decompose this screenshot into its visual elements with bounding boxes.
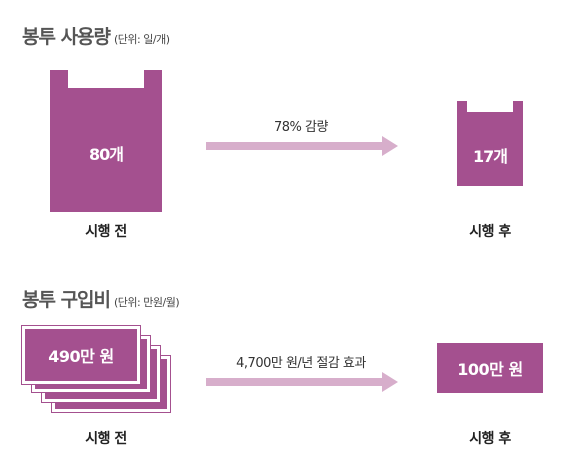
cost-after-box: 100만 원 <box>437 343 543 393</box>
arrow-right-icon <box>206 372 398 392</box>
section-title-usage: 봉투 사용량(단위: 일/개) <box>22 22 170 49</box>
usage-before-caption: 시행 전 <box>85 224 127 240</box>
cost-unit-text: (단위: 만원/월) <box>114 296 180 309</box>
cost-before-value: 490만 원 <box>48 347 114 366</box>
usage-before-value: 80개 <box>89 145 124 164</box>
arrow-right-icon <box>206 136 398 156</box>
usage-after-caption: 시행 후 <box>469 224 511 240</box>
cost-before-caption: 시행 전 <box>85 431 127 447</box>
bag-icon <box>457 101 523 186</box>
bag-icon <box>50 70 162 212</box>
usage-title-text: 봉투 사용량 <box>22 26 111 48</box>
section-title-cost: 봉투 구입비(단위: 만원/월) <box>22 285 180 312</box>
cost-title-text: 봉투 구입비 <box>22 289 111 311</box>
usage-arrow-label: 78% 감량 <box>274 120 328 135</box>
cost-after-caption: 시행 후 <box>469 431 511 447</box>
usage-after-value: 17개 <box>473 147 508 166</box>
cost-after-value: 100만 원 <box>457 360 523 379</box>
cost-arrow-label: 4,700만 원/년 절감 효과 <box>236 356 366 371</box>
cost-before-box: 490만 원 <box>22 326 140 384</box>
usage-unit-text: (단위: 일/개) <box>114 33 170 46</box>
